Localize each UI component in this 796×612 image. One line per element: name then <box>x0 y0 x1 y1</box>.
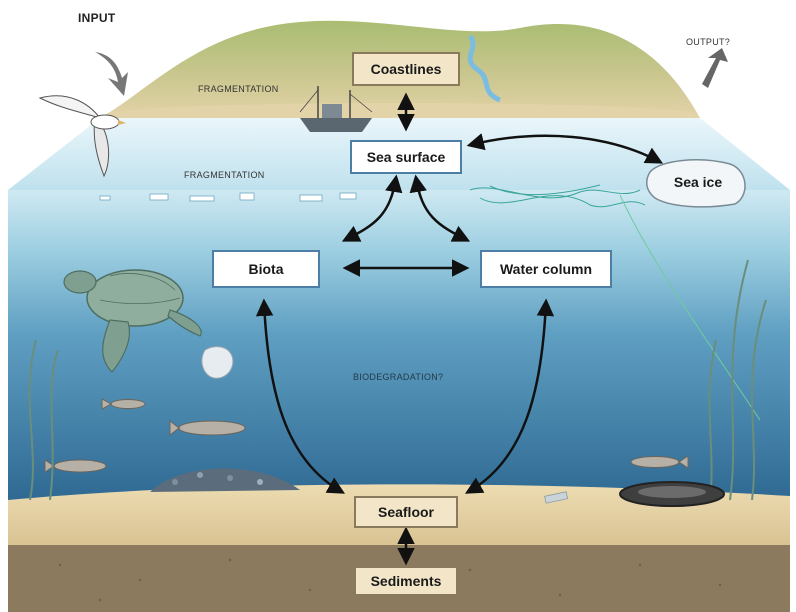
biodegradation-label: BIODEGRADATION? <box>353 372 443 382</box>
output-label: OUTPUT? <box>686 37 730 47</box>
water-column-box: Water column <box>480 250 612 288</box>
sea-ice-label: Sea ice <box>662 170 734 194</box>
input-label: INPUT <box>78 11 116 25</box>
fragmentation-sea-label: FRAGMENTATION <box>184 170 265 180</box>
sea-surface-box: Sea surface <box>350 140 462 174</box>
sediments-box: Sediments <box>354 566 458 596</box>
coastlines-box: Coastlines <box>352 52 460 86</box>
tire-hole <box>638 486 706 498</box>
seafloor-box: Seafloor <box>354 496 458 528</box>
plastic-bag-icon <box>202 347 233 379</box>
biota-box: Biota <box>212 250 320 288</box>
fragmentation-land-label: FRAGMENTATION <box>198 84 279 94</box>
